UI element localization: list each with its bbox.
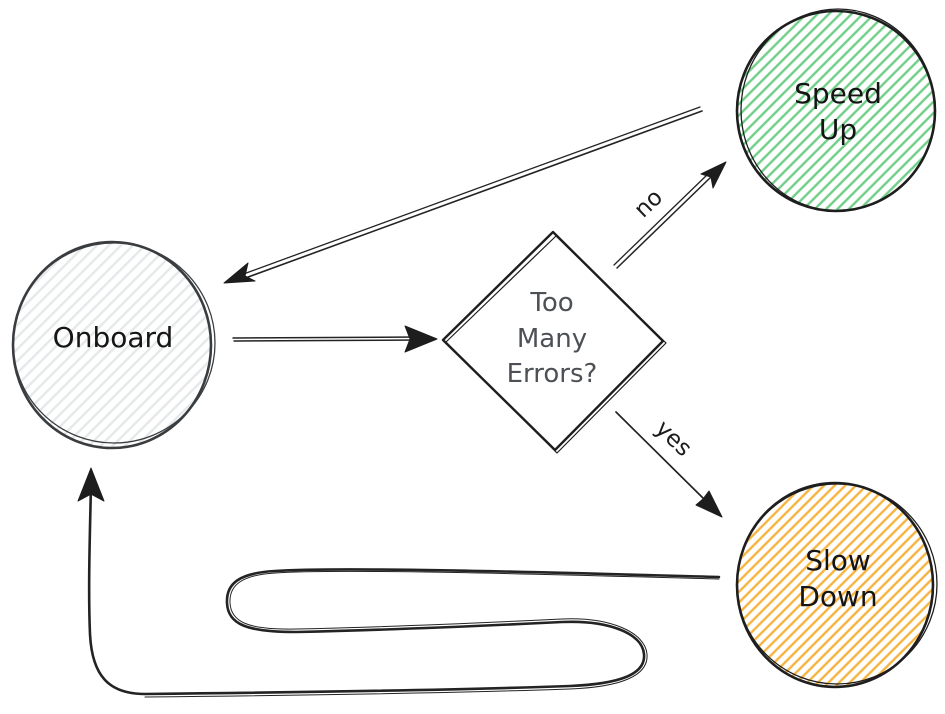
node-onboard[interactable]: Onboard <box>11 240 216 450</box>
slow-down-label-line2: Down <box>798 580 877 613</box>
speed-up-label-line1: Speed <box>794 77 882 110</box>
edge-decision-to-slow-down[interactable]: yes <box>615 411 723 518</box>
speed-up-circle-overdraw <box>740 8 936 212</box>
edge-onboard-to-decision[interactable] <box>232 325 438 353</box>
decision-label-line2: Many <box>517 324 587 354</box>
edge-line <box>237 106 701 277</box>
speed-up-label-line2: Up <box>819 113 857 146</box>
edge-line <box>232 336 421 339</box>
edge-speed-up-to-onboard[interactable] <box>223 106 703 284</box>
arrowhead-up-right-icon <box>700 161 727 189</box>
decision-diamond-overdraw <box>445 235 667 454</box>
onboard-label: Onboard <box>53 321 174 354</box>
edge-decision-to-speed-up[interactable]: no <box>613 161 727 269</box>
node-slow-down[interactable]: Slow Down <box>735 481 938 689</box>
edge-line <box>239 110 703 281</box>
edge-line <box>144 570 720 698</box>
decision-label-line3: Errors? <box>507 359 598 389</box>
edge-slow-down-to-onboard[interactable] <box>77 467 721 698</box>
arrowhead-up-icon <box>77 467 105 502</box>
slow-down-circle-overdraw <box>736 483 938 685</box>
node-speed-up[interactable]: Speed Up <box>735 8 937 213</box>
edge-line <box>233 339 420 342</box>
node-decision[interactable]: Too Many Errors? <box>441 230 667 454</box>
arrowhead-down-right-icon <box>695 490 723 518</box>
edge-label-yes: yes <box>650 416 697 462</box>
edge-label-no: no <box>629 184 668 223</box>
arrowhead-right-icon <box>404 325 438 353</box>
edge-line <box>616 175 713 269</box>
arrowhead-left-icon <box>223 262 256 284</box>
edge-line <box>615 411 708 503</box>
edge-line <box>87 482 721 696</box>
onboard-circle-overdraw <box>12 242 216 444</box>
edge-line <box>613 172 710 266</box>
decision-label-line1: Too <box>529 288 573 318</box>
slow-down-label-line1: Slow <box>805 544 871 577</box>
